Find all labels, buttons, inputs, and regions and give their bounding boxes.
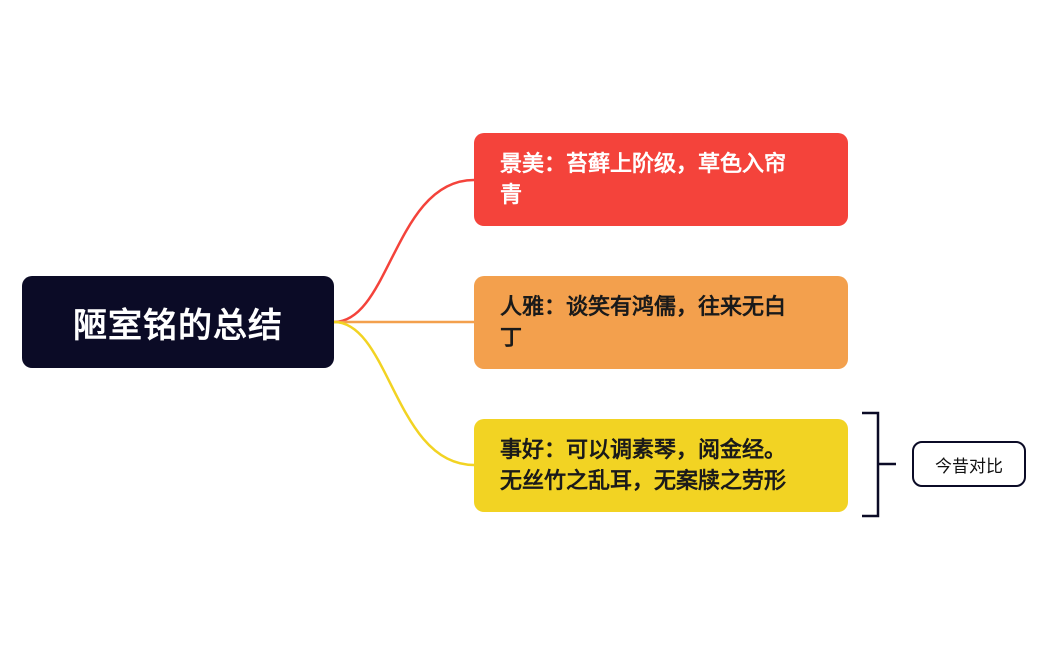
branch-topic-activities[interactable]: 事好：可以调素琴，阅金经。 无丝竹之乱耳，无案牍之劳形	[474, 419, 848, 512]
branch-topic-text-line: 景美：苔藓上阶级，草色入帘	[500, 152, 787, 177]
branch-topic-text-line: 青	[500, 183, 523, 208]
summary-topic[interactable]: 今昔对比	[912, 441, 1026, 487]
connector-branch-1	[333, 178, 475, 324]
branch-topic-people[interactable]: 人雅：谈笑有鸿儒，往来无白 丁	[474, 276, 848, 369]
branch-topic-text-line: 人雅：谈笑有鸿儒，往来无白	[500, 295, 787, 320]
branch-topic-scenery[interactable]: 景美：苔藓上阶级，草色入帘 青	[474, 133, 848, 226]
root-topic-label: 陋室铭的总结	[73, 305, 283, 346]
connector-branch-3	[333, 320, 475, 467]
summary-bracket	[862, 411, 896, 518]
branch-topic-text-line: 事好：可以调素琴，阅金经。	[500, 438, 787, 463]
branch-topic-text-line: 无丝竹之乱耳，无案牍之劳形	[500, 469, 787, 494]
branch-topic-text-line: 丁	[500, 326, 523, 351]
root-topic[interactable]: 陋室铭的总结	[22, 276, 334, 368]
summary-topic-label: 今昔对比	[935, 456, 1003, 477]
